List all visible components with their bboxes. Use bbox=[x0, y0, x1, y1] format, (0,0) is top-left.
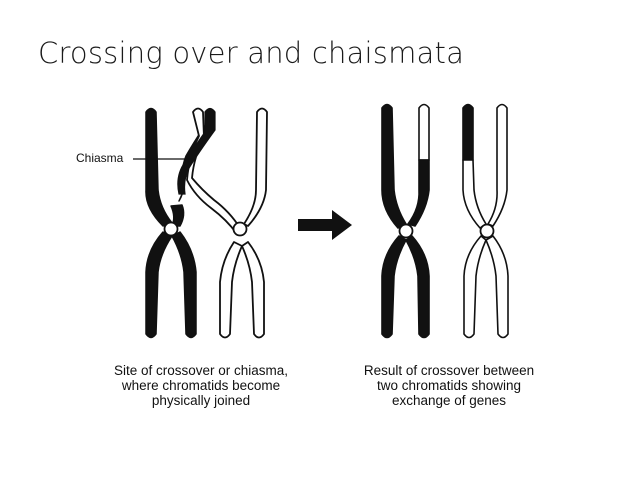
right-white-centromere bbox=[479, 223, 495, 239]
left-caption-line: physically joined bbox=[151, 393, 251, 408]
chiasma-label: Chiasma bbox=[76, 151, 124, 165]
slide-title: Crossing over and chaismata bbox=[38, 36, 465, 70]
left-white-centromere bbox=[232, 221, 248, 237]
left-caption: Site of crossover or chiasma, where chro… bbox=[86, 363, 316, 408]
right-caption-line: two chromatids showing bbox=[376, 378, 522, 393]
right-caption-line: exchange of genes bbox=[391, 393, 507, 408]
right-dark-centromere bbox=[398, 223, 414, 239]
right-white-chromosome bbox=[462, 103, 509, 339]
left-caption-line: where chromatids become bbox=[121, 378, 281, 393]
right-dark-chromosome bbox=[381, 103, 430, 339]
left-dark-centromere bbox=[163, 221, 179, 237]
right-caption: Result of crossover between two chromati… bbox=[334, 363, 564, 408]
right-arrow-icon bbox=[298, 210, 352, 240]
left-caption-line: Site of crossover or chiasma, bbox=[113, 363, 289, 378]
right-caption-line: Result of crossover between bbox=[363, 363, 535, 378]
